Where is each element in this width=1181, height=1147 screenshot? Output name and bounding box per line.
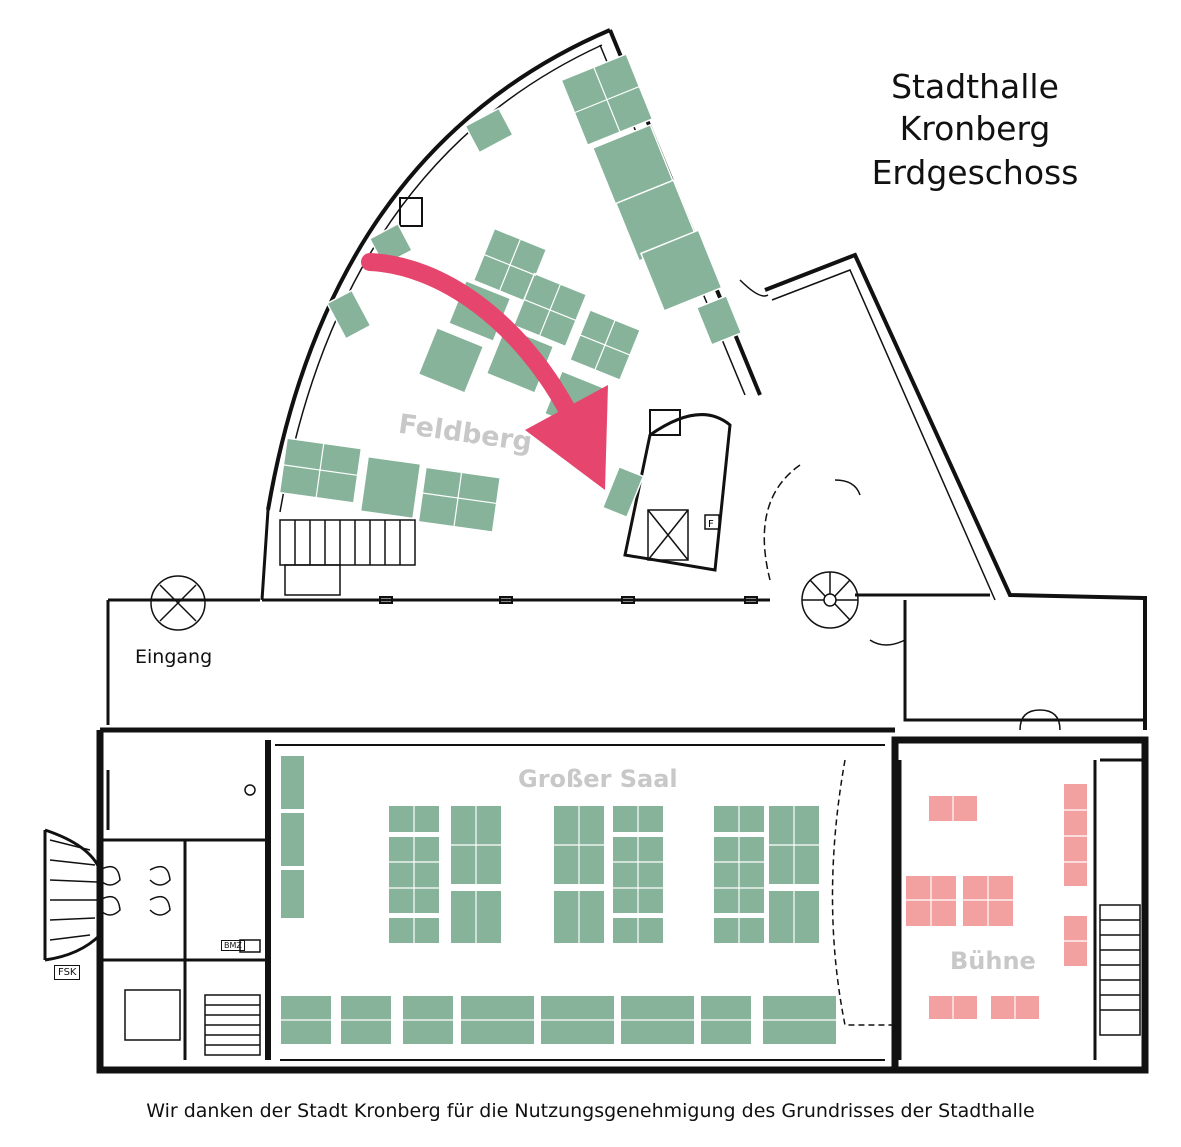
bmz-label: BMZ <box>221 940 245 951</box>
stage-curtain <box>831 759 895 1026</box>
direction-arrow-icon <box>361 253 608 490</box>
title-line-3: Erdgeschoss <box>871 153 1079 192</box>
room-label-buehne: Bühne <box>950 947 1036 975</box>
stairs-icon <box>49 519 1141 1056</box>
door-swing-icon <box>150 279 1061 731</box>
room-label-grosser-saal: Großer Saal <box>518 765 678 793</box>
chair-arc <box>763 464 801 581</box>
saal-table-seams <box>280 805 837 1021</box>
wall-markers <box>379 197 758 604</box>
credit-line: Wir danken der Stadt Kronberg für die Nu… <box>146 1100 1035 1122</box>
title-line-1: Stadthalle <box>891 67 1059 106</box>
spiral-stairs-icon <box>801 571 859 629</box>
feldberg-tables <box>278 53 743 533</box>
saal-tables <box>279 754 838 1046</box>
stage-table-seams <box>905 795 1088 1020</box>
elevator-icon <box>623 413 732 572</box>
sink-icon <box>99 784 261 1041</box>
f-label: F <box>708 519 714 530</box>
fsk-label: FSK <box>54 965 81 980</box>
stage-tables <box>904 782 1089 1021</box>
feldberg-table-seams <box>283 62 640 527</box>
room-label-eingang: Eingang <box>135 646 213 668</box>
title-line-2: Kronberg <box>899 109 1051 148</box>
